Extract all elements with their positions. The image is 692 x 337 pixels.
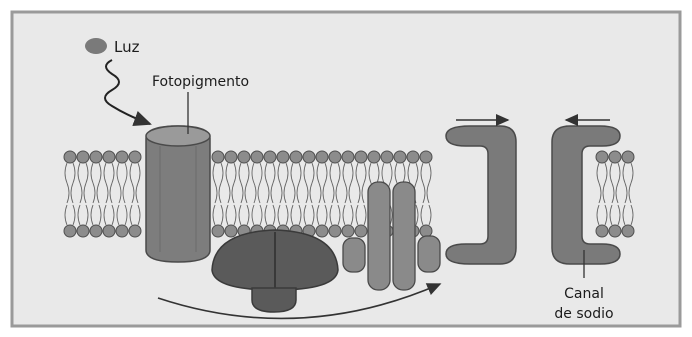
lipid-head	[381, 151, 393, 163]
lipid-head	[251, 151, 263, 163]
lipid-head	[609, 225, 621, 237]
light-label: Luz	[114, 38, 140, 56]
lipid-head	[342, 151, 354, 163]
lipid-head	[290, 151, 302, 163]
lipid-head	[596, 151, 608, 163]
photopigment-protein	[146, 126, 210, 262]
lipid-head	[64, 225, 76, 237]
sodium-channel-label-line1: Canal	[564, 286, 604, 302]
lipid-head	[64, 151, 76, 163]
lipid-head	[238, 151, 250, 163]
lipid-head	[90, 151, 102, 163]
lipid-head	[225, 225, 237, 237]
lipid-head	[609, 151, 621, 163]
lipid-head	[103, 225, 115, 237]
lipid-head	[116, 151, 128, 163]
lipid-head	[355, 225, 367, 237]
lipid-head	[103, 151, 115, 163]
lipid-head	[212, 151, 224, 163]
lipid-head	[77, 151, 89, 163]
lipid-head	[225, 151, 237, 163]
lipid-head	[622, 151, 634, 163]
lipid-head	[394, 151, 406, 163]
sodium-channel-label-line2: de sodio	[554, 306, 613, 322]
lipid-head	[355, 151, 367, 163]
lipid-head	[277, 151, 289, 163]
light-photon-icon	[85, 38, 107, 54]
lipid-head	[90, 225, 102, 237]
lipid-head	[129, 151, 141, 163]
lipid-head	[342, 225, 354, 237]
lipid-head	[212, 225, 224, 237]
lipid-head	[622, 225, 634, 237]
lipid-head	[407, 151, 419, 163]
lipid-head	[368, 151, 380, 163]
lipid-head	[303, 151, 315, 163]
lipid-head	[77, 225, 89, 237]
photopigment-label: Fotopigmento	[152, 74, 249, 90]
lipid-head	[264, 151, 276, 163]
lipid-head	[329, 225, 341, 237]
lipid-head	[420, 225, 432, 237]
lipid-head	[596, 225, 608, 237]
lipid-head	[420, 151, 432, 163]
lipid-head	[129, 225, 141, 237]
lipid-head	[316, 225, 328, 237]
lipid-head	[116, 225, 128, 237]
lipid-head	[316, 151, 328, 163]
lipid-head	[329, 151, 341, 163]
